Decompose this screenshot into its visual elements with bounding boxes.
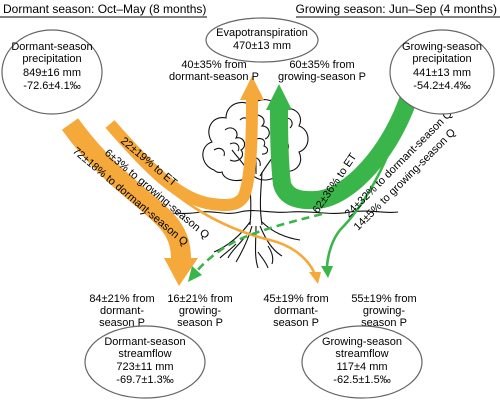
dormant-to-dormant-q-arrowhead bbox=[164, 258, 198, 286]
growing-to-growing-q-arrowhead bbox=[321, 266, 333, 278]
dormant-q-isotope: -69.7±1.3‰ bbox=[116, 374, 173, 386]
et-from-growing-label: growing-season P bbox=[278, 71, 366, 83]
dormant-streamflow-box: Dormant-season streamflow 723±11 mm -69.… bbox=[84, 325, 206, 399]
dq-from-growing-l3: season P bbox=[177, 317, 223, 329]
et-source-labels: 40±35% from dormant-season P 60±35% from… bbox=[169, 59, 366, 83]
growing-to-et-flow bbox=[270, 91, 419, 210]
dormant-precip-title-1: Dormant-season bbox=[11, 41, 92, 53]
gq-from-growing-l2: growing- bbox=[363, 305, 406, 317]
dormant-to-dormant-q-label: 72±18% to dormant-season Q bbox=[70, 145, 190, 249]
growing-streamflow-box: Growing-season streamflow 117±4 mm -62.5… bbox=[301, 325, 423, 399]
growing-precipitation-box: Growing-season precipitation 441±13 mm -… bbox=[389, 29, 495, 115]
growing-q-title-2: streamflow bbox=[335, 348, 388, 360]
et-title: Evapotranspiration bbox=[216, 27, 308, 39]
dormant-q-title-1: Dormant-season bbox=[104, 336, 185, 348]
dormant-to-growing-q-flow bbox=[119, 139, 316, 273]
dormant-to-dormant-q-flow bbox=[61, 118, 191, 261]
dq-from-dormant-pct: 84±21% from bbox=[89, 293, 154, 305]
streamflow-source-labels: 84±21% from dormant- season P 16±21% fro… bbox=[89, 293, 416, 329]
growing-precip-title-1: Growing-season bbox=[402, 41, 482, 53]
dormant-precip-isotope: -72.6±4.1‰ bbox=[23, 80, 80, 92]
gq-from-dormant-l3: season P bbox=[273, 317, 319, 329]
gq-from-dormant-pct: 45±19% from bbox=[263, 293, 328, 305]
growing-precip-isotope: -54.2±4.4‰ bbox=[413, 80, 470, 92]
growing-precip-amount: 441±13 mm bbox=[413, 67, 471, 79]
growing-season-header: Growing season: Jun–Sep (4 months) bbox=[296, 2, 497, 16]
dormant-to-et-arrowhead bbox=[240, 76, 264, 100]
dormant-q-title-2: streamflow bbox=[118, 348, 171, 360]
dormant-season-header: Dormant season: Oct–May (8 months) bbox=[3, 2, 206, 16]
dq-from-dormant-l2: dormant- bbox=[100, 305, 144, 317]
growing-flows bbox=[188, 84, 419, 282]
growing-to-growing-q-flow bbox=[325, 119, 402, 267]
dormant-q-amount: 723±11 mm bbox=[116, 361, 173, 373]
evapotranspiration-box: Evapotranspiration 470±13 mm bbox=[205, 17, 319, 63]
et-from-growing-pct: 60±35% from bbox=[289, 59, 354, 71]
dq-from-growing-pct: 16±21% from bbox=[167, 293, 232, 305]
growing-q-title-1: Growing-season bbox=[322, 336, 402, 348]
dq-from-growing-l2: growing- bbox=[179, 305, 222, 317]
et-from-dormant-pct: 40±35% from bbox=[181, 59, 246, 71]
dormant-flows bbox=[61, 76, 321, 286]
dormant-to-growing-q-arrowhead bbox=[309, 272, 321, 284]
dq-from-dormant-l3: season P bbox=[99, 317, 145, 329]
growing-q-isotope: -62.5±1.5‰ bbox=[333, 374, 390, 386]
et-amount: 470±13 mm bbox=[233, 40, 291, 52]
gq-from-dormant-l2: dormant- bbox=[274, 305, 318, 317]
growing-precip-title-2: precipitation bbox=[412, 53, 471, 65]
dormant-precip-amount: 849±16 mm bbox=[23, 67, 81, 79]
dormant-precip-title-2: precipitation bbox=[22, 53, 81, 65]
growing-to-et-arrowhead bbox=[266, 84, 292, 110]
gq-from-growing-pct: 55±19% from bbox=[351, 293, 416, 305]
growing-q-amount: 117±4 mm bbox=[336, 361, 387, 373]
et-from-dormant-label: dormant-season P bbox=[169, 71, 259, 83]
growing-to-dormant-q-flow bbox=[195, 212, 323, 273]
dormant-precipitation-box: Dormant-season precipitation 849±16 mm -… bbox=[1, 29, 103, 115]
growing-to-dormant-q-arrowhead bbox=[188, 266, 202, 282]
dormant-to-et-flow bbox=[105, 99, 258, 211]
